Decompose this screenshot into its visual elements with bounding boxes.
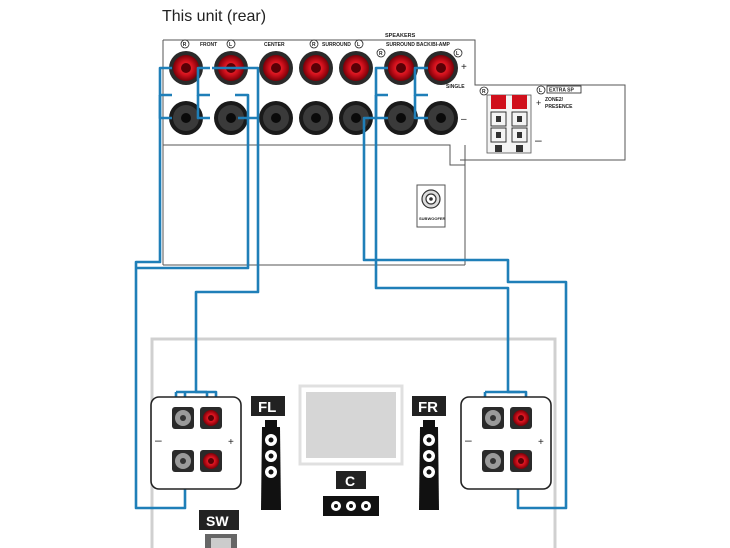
- center-speaker-label: C: [345, 473, 355, 489]
- cable-sb-l-minus: [413, 95, 428, 120]
- fl-minus-top-terminal: [172, 407, 194, 429]
- surround-l-mark: L: [357, 42, 360, 48]
- front-l-mark: L: [229, 42, 232, 48]
- fl-plus-bottom-terminal: [200, 450, 222, 472]
- sb-l-plus-terminal: [424, 51, 458, 85]
- subwoofer-output-jack: SUBWOOFER: [416, 184, 446, 228]
- presence-label: PRESENCE: [545, 104, 573, 110]
- right-speaker-terminal-plate: – +: [460, 396, 552, 490]
- receiver-rear-panel: [162, 39, 626, 266]
- cable-sb-l-bridge: [413, 66, 428, 97]
- center-speaker: C: [323, 471, 379, 516]
- center-plus-terminal: [259, 51, 293, 85]
- extra-sp-label: EXTRA SP: [549, 88, 574, 94]
- fr-minus-bottom-terminal: [482, 450, 504, 472]
- panel-minus-mark: –: [461, 114, 467, 125]
- fr-label: FR: [418, 399, 438, 416]
- extra-r-mark: R: [482, 89, 486, 95]
- front-label-group: R FRONT L: [180, 39, 236, 49]
- diagram-title: This unit (rear): [162, 8, 267, 25]
- sb-l-minus-terminal: [424, 101, 458, 135]
- fr-speaker: FR: [412, 396, 446, 510]
- cable-front-r-bridge: [196, 66, 210, 97]
- surround-back-label: SURROUND BACK/BI-AMP: [386, 42, 451, 48]
- fl-plus-top-terminal: [200, 407, 222, 429]
- surround-r-minus-terminal: [299, 101, 333, 135]
- extra-minus-mark: –: [535, 133, 542, 147]
- cable-front-r-minus: [196, 95, 210, 120]
- fl-minus-bottom-terminal: [172, 450, 194, 472]
- surround-l-plus-terminal: [339, 51, 373, 85]
- center-minus-terminal: [259, 101, 293, 135]
- center-label: CENTER: [264, 42, 285, 48]
- tv-screen: [298, 384, 404, 466]
- surround-label-group: R SURROUND L: [309, 39, 364, 49]
- extra-l-mark: L: [539, 88, 542, 94]
- subwoofer-label: SUBWOOFER: [419, 216, 446, 221]
- left-speaker-terminal-plate: – +: [150, 396, 242, 490]
- front-label: FRONT: [200, 42, 217, 48]
- fr-minus-top-terminal: [482, 407, 504, 429]
- sb-r-mark: R: [379, 51, 383, 57]
- surround-label: SURROUND: [322, 42, 351, 48]
- cable-front-l-bridge: [158, 66, 172, 97]
- panel-plus-mark: +: [461, 62, 467, 73]
- cable-fl-plus-feed: [136, 93, 250, 270]
- fl-plus-sign: +: [228, 437, 234, 448]
- cable-sb-r-bridge: [374, 66, 388, 97]
- sb-r-plus-terminal: [384, 51, 418, 85]
- fr-plus-top-terminal: [510, 407, 532, 429]
- fr-plus-bottom-terminal: [510, 450, 532, 472]
- front-r-mark: R: [183, 42, 187, 48]
- fl-speaker: FL: [251, 396, 285, 510]
- fl-label: FL: [258, 399, 276, 416]
- sb-r-minus-terminal: [384, 101, 418, 135]
- fr-plus-sign: +: [538, 437, 544, 448]
- extra-sp-block: R L EXTRA SP + ZONE2/ PRESENCE –: [479, 85, 582, 154]
- single-label: SINGLE: [446, 84, 465, 90]
- subwoofer-speaker: SW: [199, 510, 239, 548]
- surround-r-mark: R: [312, 42, 316, 48]
- subwoofer-speaker-label: SW: [206, 513, 229, 529]
- fr-minus-sign: –: [465, 433, 472, 447]
- surround-r-plus-terminal: [299, 51, 333, 85]
- extra-plus-mark: +: [536, 98, 541, 108]
- surround-back-marks: R L: [376, 48, 463, 58]
- zone2-label: ZONE2/: [545, 97, 564, 103]
- speakers-label: SPEAKERS: [385, 33, 416, 39]
- sb-l-mark: L: [456, 51, 459, 57]
- fl-minus-sign: –: [155, 433, 162, 447]
